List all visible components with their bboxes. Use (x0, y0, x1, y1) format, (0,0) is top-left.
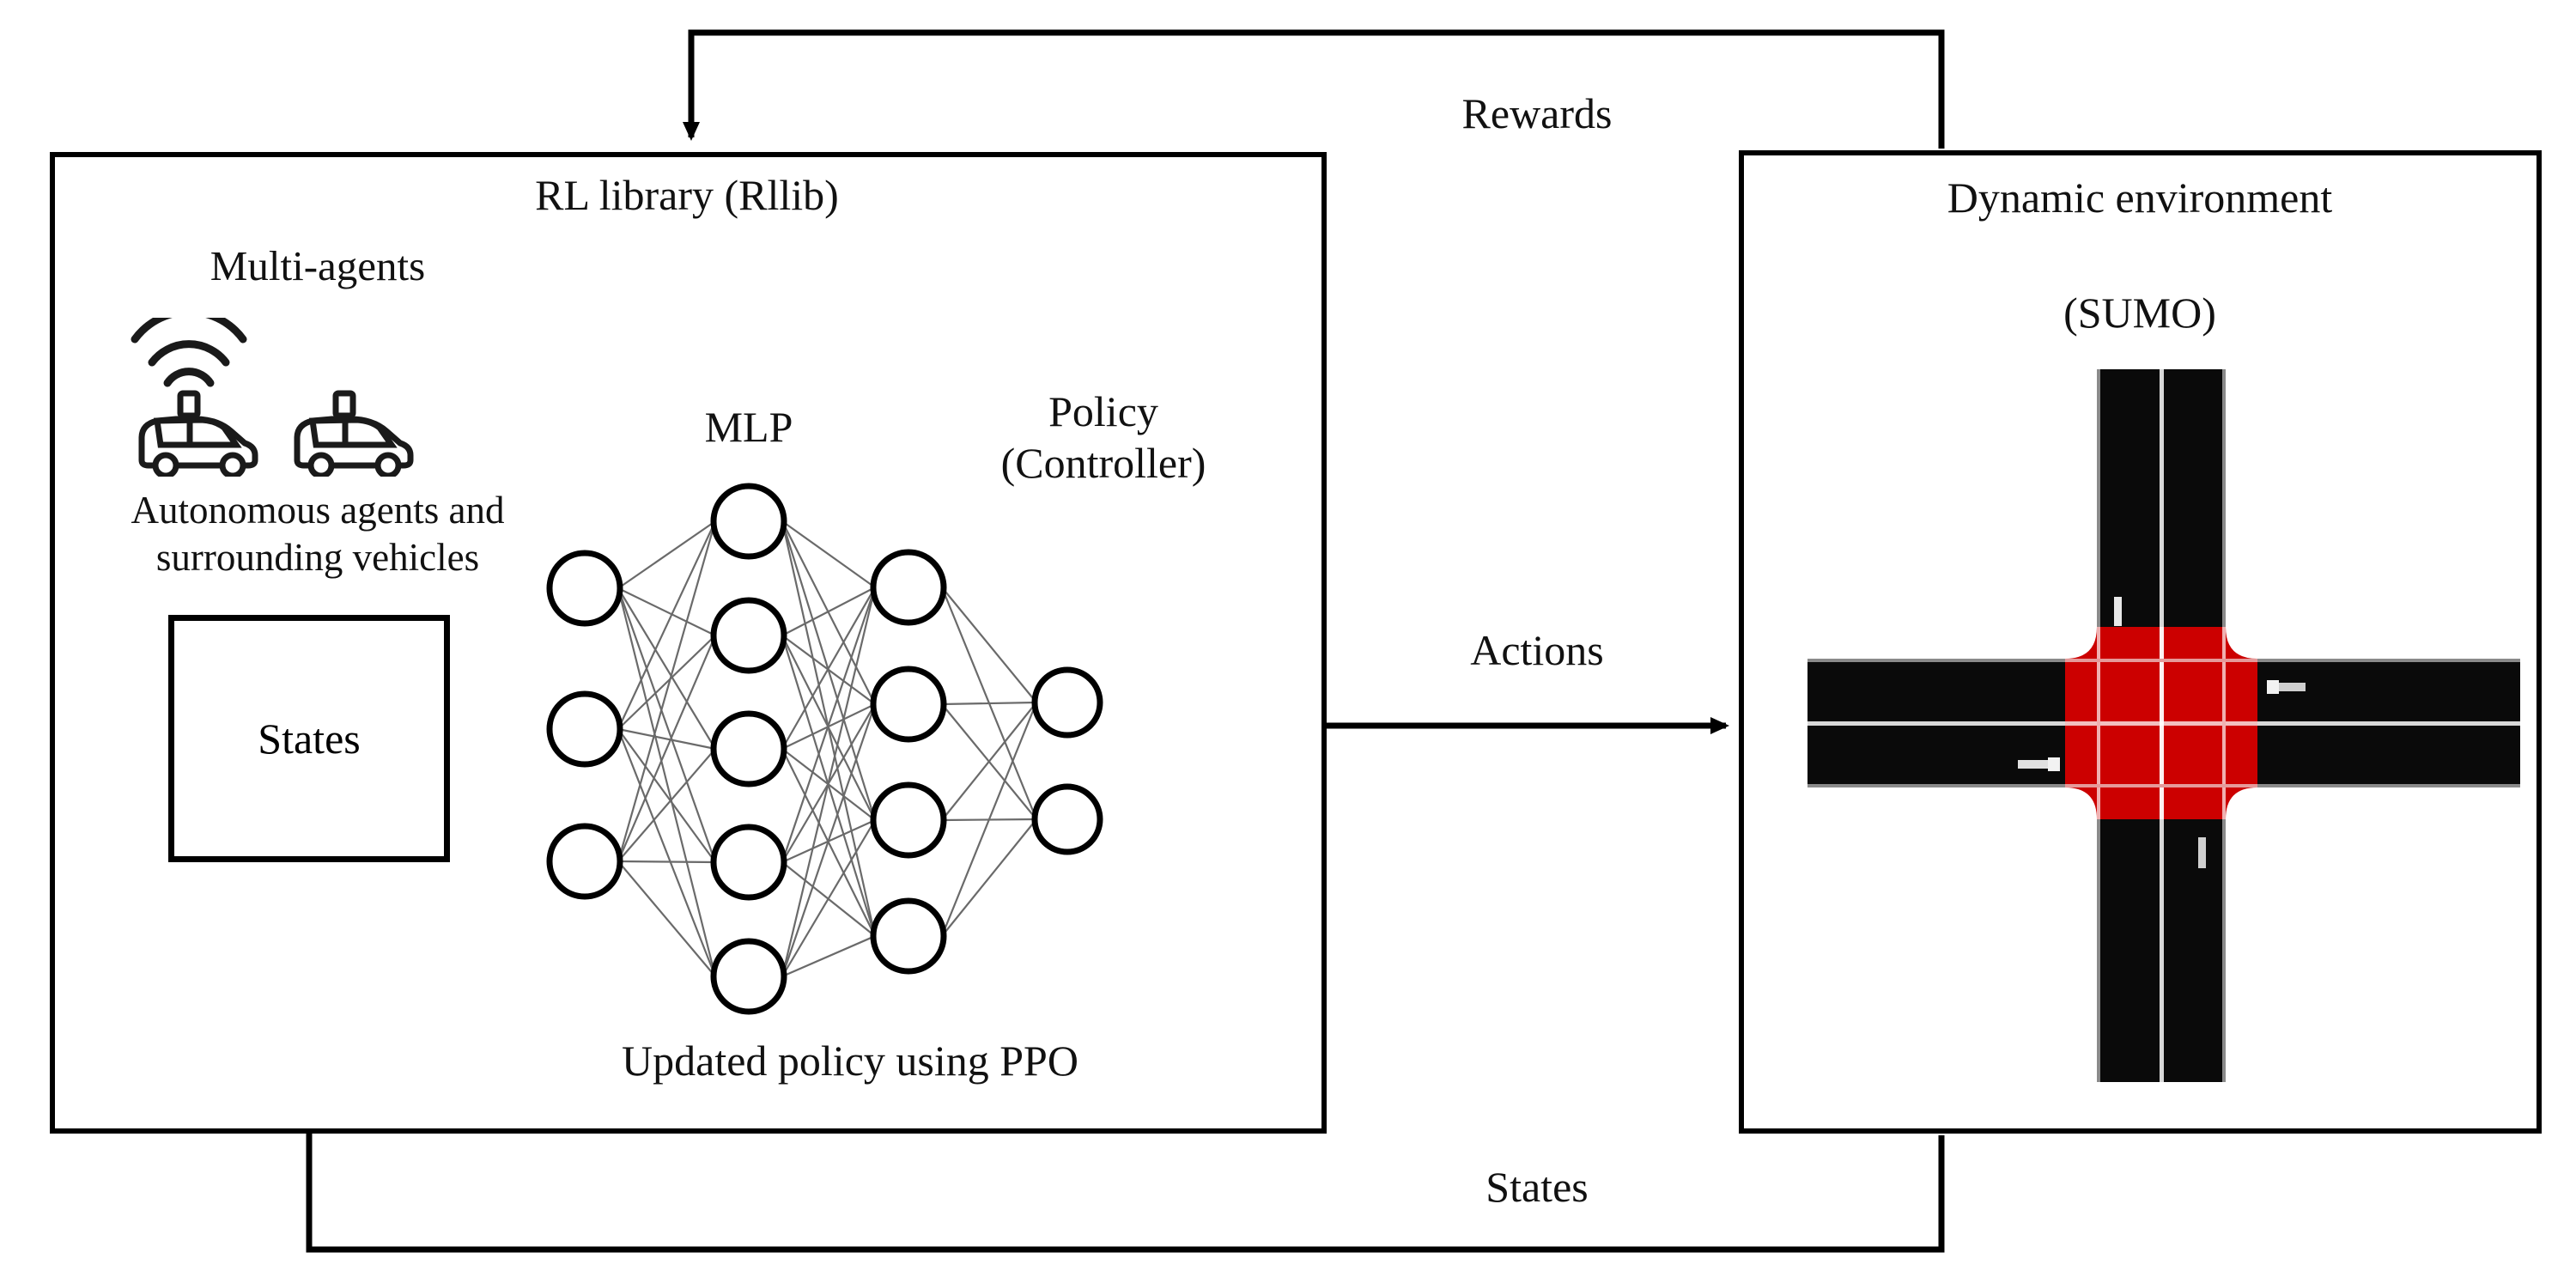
car-icon (294, 390, 414, 477)
rewards-connector (683, 29, 1945, 149)
updated-policy-label: Updated policy using PPO (622, 1037, 1078, 1085)
vehicle-icons-group (131, 318, 414, 477)
states-box: States (168, 615, 450, 862)
policy-label-line2: (Controller) (1000, 439, 1206, 487)
agents-caption-line2: surrounding vehicles (155, 536, 480, 579)
states-loop-label: States (1485, 1163, 1589, 1211)
environment-title-line1: Dynamic environment (1947, 173, 2333, 222)
agents-caption-line1: Autonomous agents and (131, 489, 505, 532)
connected-car-icon (131, 318, 258, 477)
policy-label-line1: Policy (1048, 387, 1158, 435)
environment-title-line2: (SUMO) (2063, 289, 2216, 337)
states-box-label: States (258, 714, 361, 763)
multi-agents-label: Multi-agents (210, 242, 426, 289)
mlp-label: MLP (704, 403, 793, 451)
sumo-intersection-icon (1807, 369, 2520, 1082)
actions-label: Actions (1470, 626, 1604, 674)
rl-library-title: RL library (Rllib) (535, 171, 839, 219)
rewards-label: Rewards (1461, 89, 1613, 137)
